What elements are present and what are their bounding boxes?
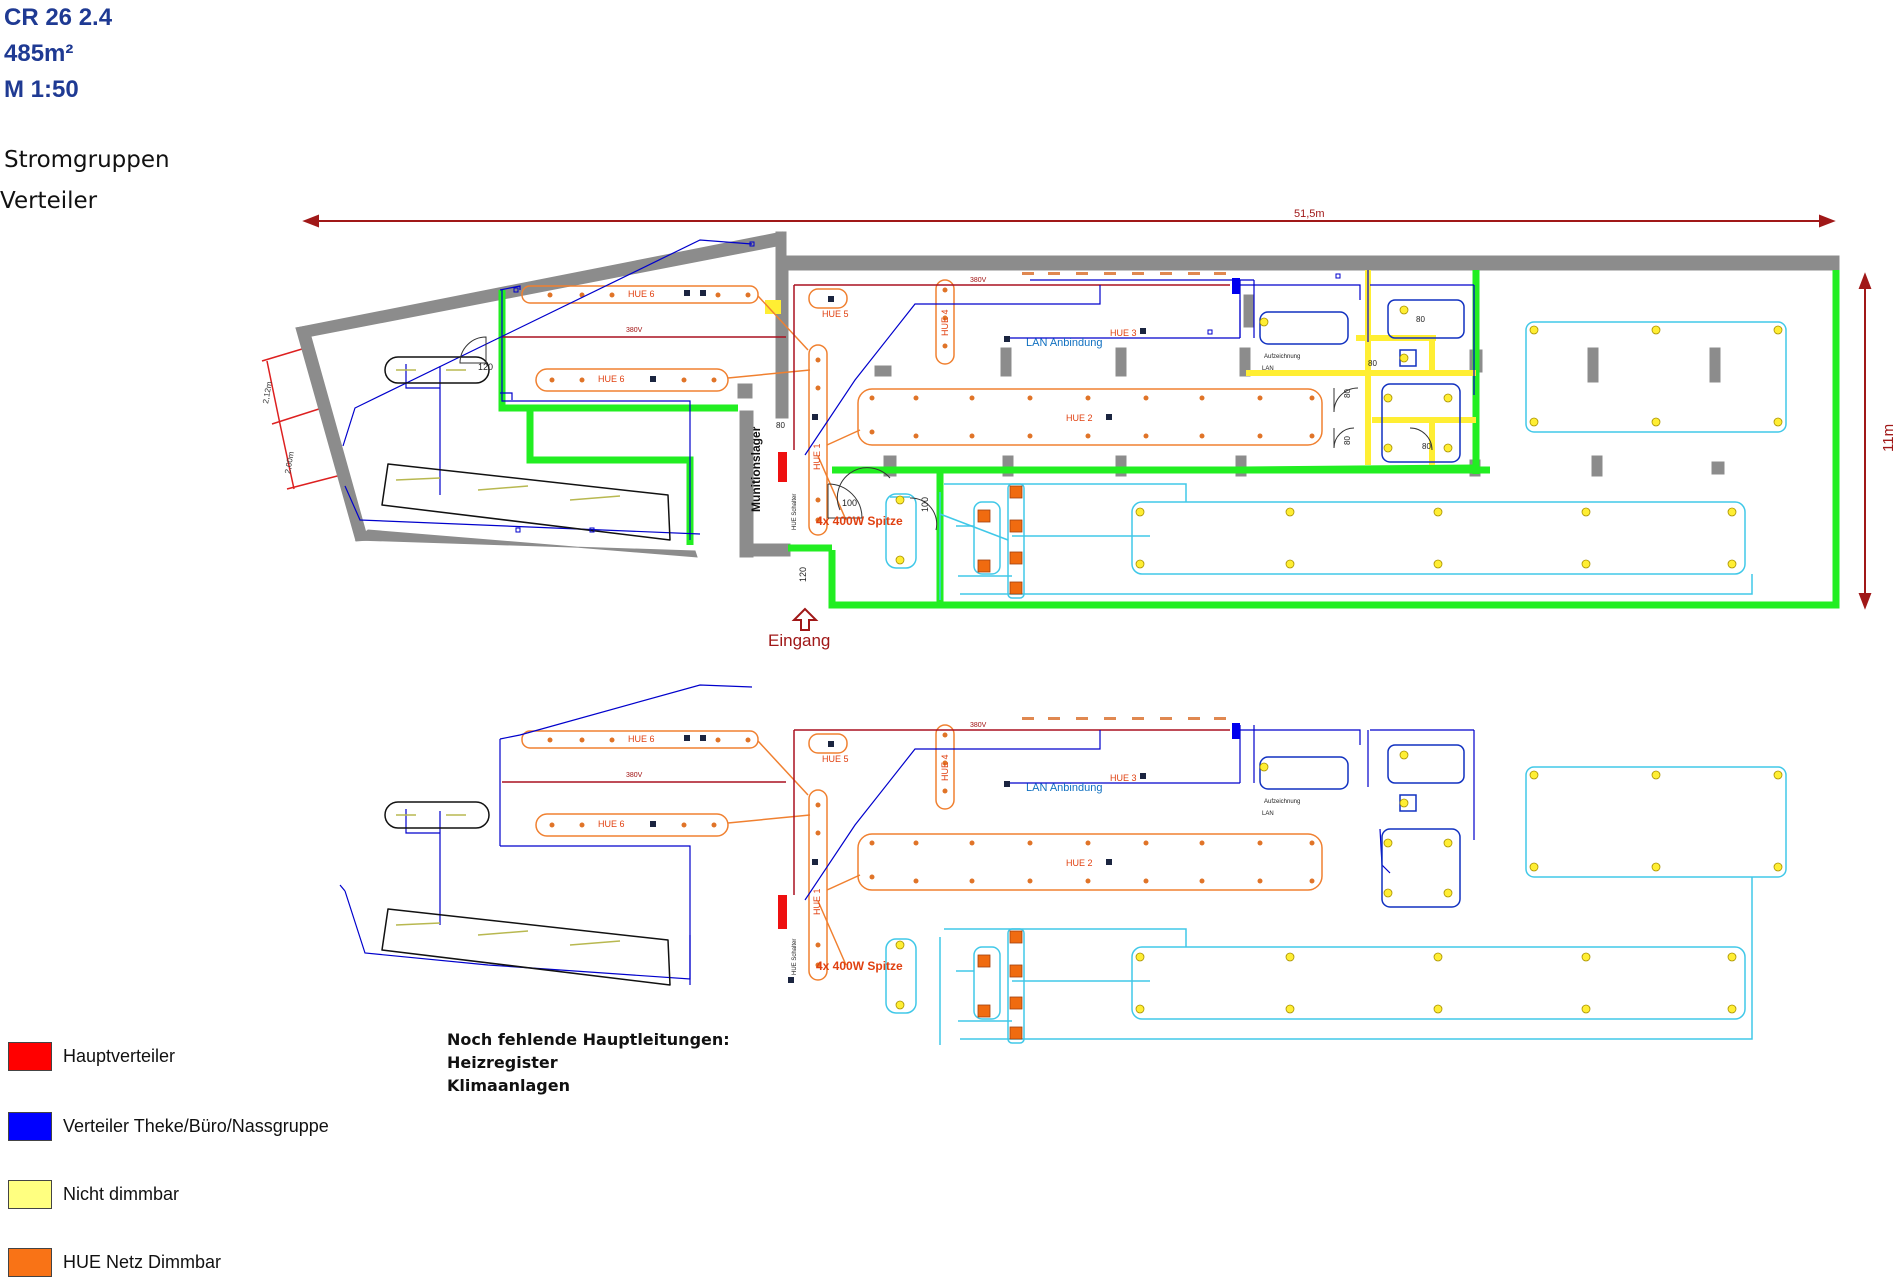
outlets-upper [513,241,1341,533]
hue-network-lower [521,724,1323,981]
rooms-upper [1259,299,1465,463]
legend-label-nicht-dimmbar: Nicht dimmbar [63,1184,180,1204]
label-hue6-b-lower: HUE 6 [598,819,625,829]
dimension-width-label: 51,5m [1294,208,1325,220]
hue-boxes-lower [977,930,1023,1040]
legend-swatch-yellow [8,1180,52,1209]
door-label-80-b: 80 [1368,359,1377,368]
label-hue2-upper: HUE 2 [1066,413,1093,423]
wing-lamp-tubes-lower [395,814,621,946]
label-hue6-a-upper: HUE 6 [628,289,655,299]
cyan-network-lower [885,766,1787,1045]
label-switch-lower: HUE Schalter [792,939,798,975]
label-hue3-lower: HUE 3 [1110,773,1137,783]
door-label-100-b: 100 [920,497,930,512]
subtitle-stromgruppen: Stromgruppen [4,147,170,173]
distributor-blue-lower [1232,723,1240,739]
label-hue3-upper: HUE 3 [1110,328,1137,338]
legend-label-hauptverteiler: Hauptverteiler [63,1046,176,1066]
notes-item-klimaanlagen: Klimaanlagen [447,1076,570,1095]
legend-swatch-red [8,1042,52,1071]
door-label-80-a: 80 [1416,315,1425,324]
label-entrance: Eingang [768,631,830,650]
main-feed-lower [502,729,1230,895]
label-hue4-upper: HUE 4 [940,309,950,336]
door-label-80-c: 80 [1343,389,1352,398]
label-munitionslager: Munitionslager [749,426,763,512]
rooms-lower [1259,744,1465,908]
hue-boxes-upper [977,485,1023,595]
cyan-bulbs-upper [895,305,1783,569]
notes-block: Noch fehlende Hauptleitungen: Heizregist… [447,1028,730,1097]
cyan-network-upper [885,321,1787,600]
distributor-blue-upper [1232,278,1240,294]
label-spot-lower: 4x 400W Spitze [816,959,903,973]
label-380v-a-lower: 380V [626,772,643,779]
door-label-80-e: 80 [1422,442,1431,451]
label-lan-lower: LAN Anbindung [1026,782,1102,794]
outlet-markers-lower [650,735,1146,983]
project-scale: M 1:50 [4,76,79,103]
label-switch-upper: HUE Schalter [792,494,798,530]
entrance-arrow-icon [791,607,819,631]
wing-lamp-tubes-upper [395,369,621,501]
blue-wiring-upper [342,239,1475,540]
wing-lamps-upper [381,356,671,541]
dimension-width [302,214,1836,228]
notes-title: Noch fehlende Hauptleitungen: [447,1030,730,1049]
label-hue6-a-lower: HUE 6 [628,734,655,744]
label-lan-small-upper: LAN [1262,366,1274,372]
label-hue1-lower: HUE 1 [812,888,822,915]
label-hue4-lower: HUE 4 [940,754,950,781]
door-label-120-b: 120 [798,567,808,582]
legend-label-hue-netz: HUE Netz Dimmbar [63,1252,222,1272]
label-hue2-lower: HUE 2 [1066,858,1093,868]
label-lan-upper: LAN Anbindung [1026,337,1102,349]
hue-bulbs-upper [547,287,1315,523]
hue-network-upper [521,279,1323,536]
label-hue5-upper: HUE 5 [822,309,849,319]
label-lan-small-lower: LAN [1262,811,1274,817]
label-380v-b-upper: 380V [970,277,987,284]
legend-label-verteiler: Verteiler Theke/Büro/Nassgruppe [63,1116,329,1136]
main-feed-upper [502,284,1230,450]
legend-swatch-orange [8,1248,52,1277]
hue-fixture-strip-lower [1022,717,1226,720]
wedge-dimensions [261,345,346,490]
dim-seg-b: 2,00m [283,451,296,475]
label-hue6-b-upper: HUE 6 [598,374,625,384]
label-380v-a-upper: 380V [626,327,643,334]
project-area: 485m² [4,40,74,67]
project-header: CR 26 2.4 485m² M 1:50 [4,0,112,108]
cyan-bulbs-lower [895,750,1783,1014]
outlet-markers-upper [650,290,1146,420]
dimension-height-label: 11m [1880,424,1897,452]
notes-item-heizregister: Heizregister [447,1053,558,1072]
hue-fixture-strip-upper [1022,272,1226,275]
label-hue5-lower: HUE 5 [822,754,849,764]
doors-upper [459,336,1433,531]
lower-plan: HUE 6 HUE 6 HUE 5 HUE 2 HUE 3 HUE 1 HUE … [339,684,1787,1045]
dim-seg-a: 2,12m [261,381,274,405]
wing-lamps-lower [381,801,671,986]
label-sign-upper: Aufzeichnung [1264,354,1300,360]
walls-upper [295,231,1840,558]
door-label-80-d: 80 [1343,436,1352,445]
dimension-height [1858,272,1872,610]
project-title: CR 26 2.4 [4,4,113,31]
label-spot-upper: 4x 400W Spitze [816,514,903,528]
label-380v-b-lower: 380V [970,722,987,729]
green-circuit-upper [498,270,1840,609]
door-label-100-a: 100 [842,498,857,508]
subtitle-verteiler: Verteiler [0,188,98,214]
hue-bulbs-lower [547,732,1315,968]
label-sign-lower: Aufzeichnung [1264,799,1300,805]
door-label-80-f: 80 [776,421,785,430]
label-hue1-upper: HUE 1 [812,443,822,470]
door-label-120-a: 120 [478,362,493,372]
legend-swatch-blue [8,1112,52,1141]
main-distributor-lower [778,895,787,929]
main-distributor-upper [778,452,787,482]
